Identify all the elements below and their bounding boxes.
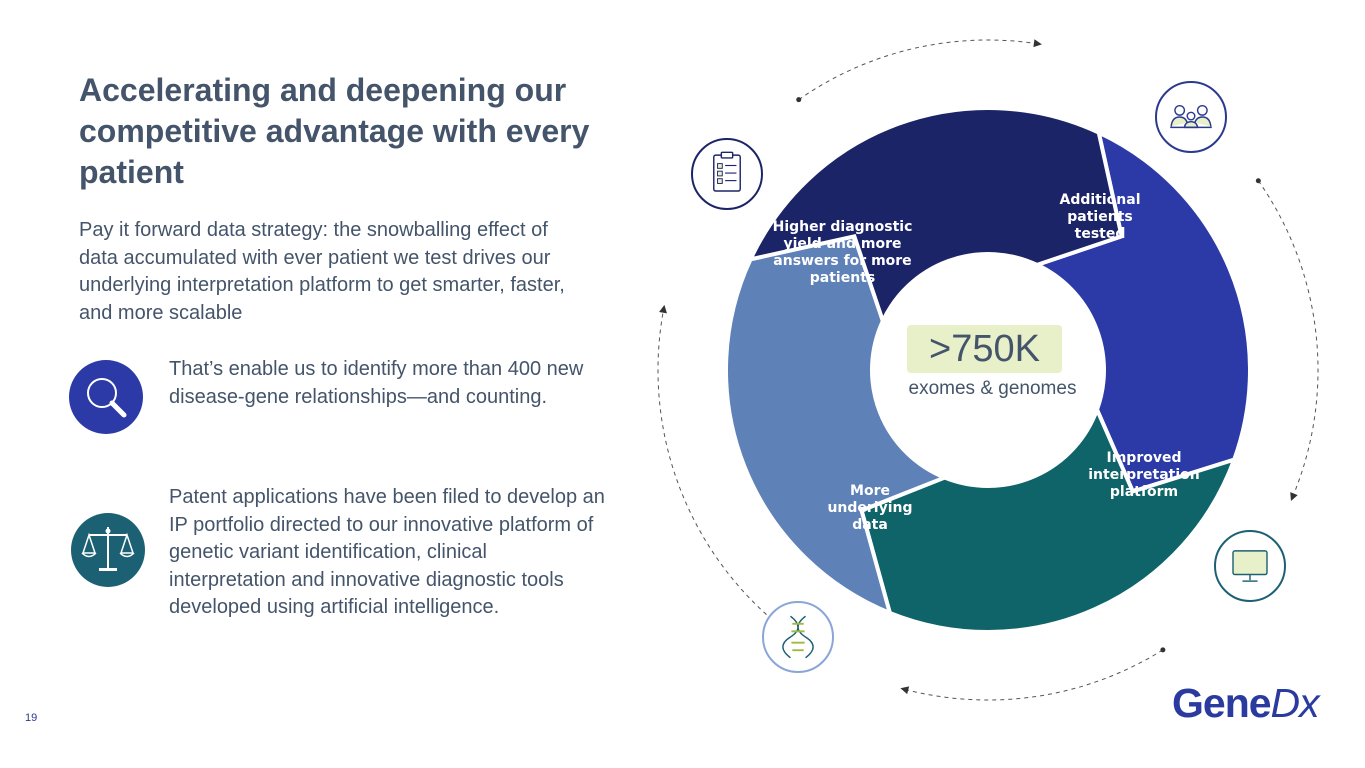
cycle-arrow-head [900,686,910,695]
page-title: Accelerating and deepening our competiti… [79,72,590,190]
segment-label-higher-yield: Higher diagnostic yield and more answers… [772,219,913,286]
page-number: 19 [25,712,38,724]
lead-paragraph: Pay it forward data strategy: the snowba… [79,219,565,324]
cycle-arrow-head [1290,492,1298,502]
cycle-arrow-arc [908,649,1164,701]
feature-text-gene-relationships: That’s enable us to identify more than 4… [169,358,584,408]
cycle-arrow-arc [1257,180,1319,494]
scales-icon [71,513,145,587]
cycle-arrow-tail [1160,647,1166,653]
cycle-arrow-tail [1255,178,1261,184]
segment-label-more-data: More underlying data [827,483,913,533]
magnifier-icon [69,360,143,434]
computer-monitor-icon [1214,530,1286,602]
exome-count-badge: >750K [907,325,1062,373]
patients-icon [1155,81,1227,153]
exome-count-label: exomes & genomes [908,378,1077,399]
clipboard-checklist-icon [691,138,763,210]
cycle-arrow-arc [657,312,786,631]
cycle-arrow-tail [796,97,802,103]
segment-label-improved-platform: Improved interpretation platform [1088,450,1200,500]
dna-icon [762,601,834,673]
cycle-arrow-head [1033,39,1042,48]
feature-text-patents: Patent applications have been filed to d… [169,486,605,618]
segment-label-additional-patients: Additional patients tested [1059,192,1141,242]
genedx-logo: GeneDx [1172,680,1320,726]
cycle-arrow-head [659,304,667,314]
cycle-arrow-arc [798,39,1034,101]
